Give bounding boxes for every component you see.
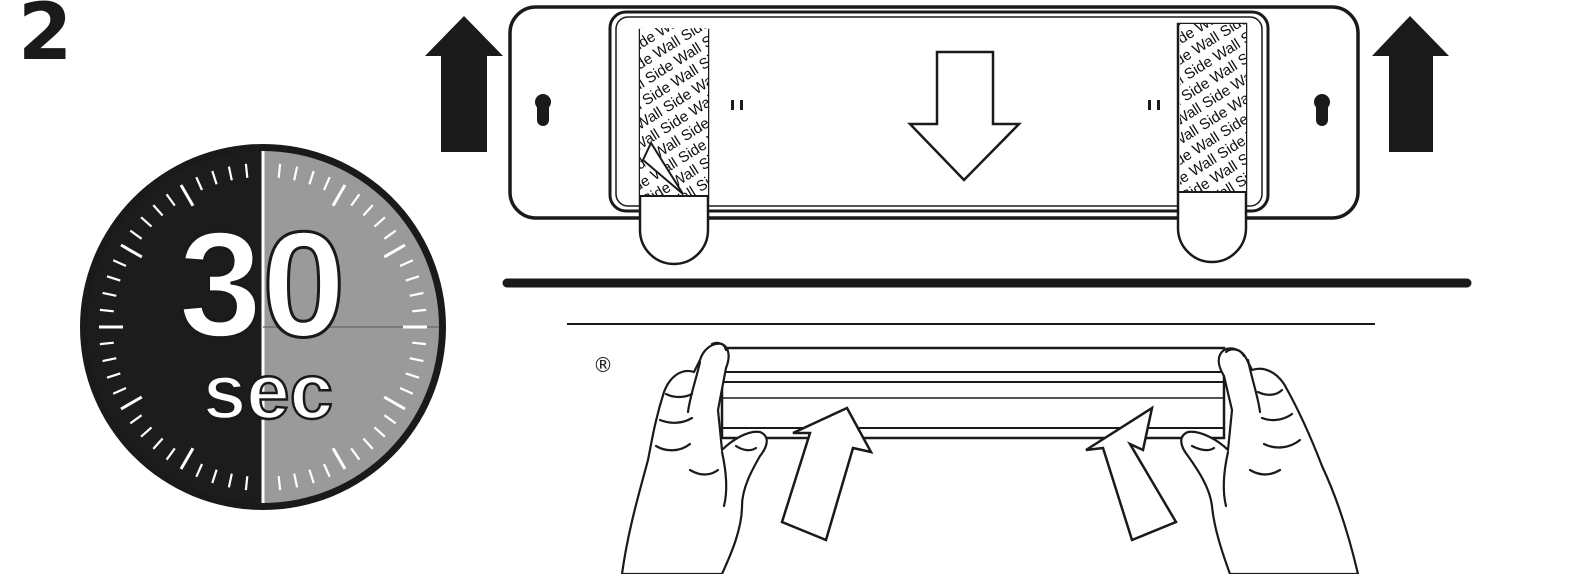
timer-tick [277, 476, 282, 491]
timer-tick [293, 473, 299, 488]
timer-tick [120, 395, 143, 411]
keyhole-icon-left [535, 94, 551, 126]
timer-tick [308, 170, 315, 185]
timer-value: 30 [179, 200, 346, 368]
timer-tick [129, 229, 143, 240]
timer-tick [244, 476, 249, 491]
hand-icon-left [620, 341, 768, 574]
timer-tick [99, 341, 114, 346]
timer-tick [412, 341, 427, 346]
timer-tick [322, 463, 331, 478]
timer-tick [322, 176, 331, 191]
timer-tick [383, 395, 406, 411]
timer-tick [405, 275, 420, 282]
press-arrow-icon-right [1085, 405, 1178, 542]
timer-tick [195, 176, 204, 191]
timer-tick [140, 216, 153, 228]
stopwatch-icon: 30 sec [80, 144, 446, 510]
timer-tick [409, 357, 424, 363]
timer-tick [140, 426, 153, 438]
timer-tick [331, 447, 347, 470]
timer-tick [383, 414, 397, 425]
timer-tick [152, 437, 164, 450]
timer-tick [211, 469, 218, 484]
timer-tick [350, 447, 361, 461]
timer-tick [373, 216, 386, 228]
timer-tick [112, 259, 127, 268]
timer-tick [331, 184, 347, 207]
timer-tick [99, 308, 114, 313]
timer-tick [106, 372, 121, 379]
timer-tick [399, 259, 414, 268]
timer-tick [399, 386, 414, 395]
timer-tick [165, 193, 176, 207]
timer-tick [227, 473, 233, 488]
press-arrow-icon-left [780, 406, 874, 542]
timer-tick [409, 291, 424, 297]
down-arrow-icon [907, 50, 1022, 182]
timer-tick [383, 243, 406, 259]
timer-tick [195, 463, 204, 478]
hand-icon-right [1180, 347, 1360, 574]
keyhole-icon-right [1314, 94, 1330, 126]
timer-tick [129, 414, 143, 425]
timer-ticks [99, 163, 427, 491]
timer-tick [120, 243, 143, 259]
timer-tick [152, 204, 164, 217]
timer-tick [165, 447, 176, 461]
timer-tick [350, 193, 361, 207]
timer-tick [227, 166, 233, 181]
up-arrow-icon-right [1372, 16, 1449, 152]
timer-tick [308, 469, 315, 484]
timer-tick [244, 163, 249, 178]
timer-tick [102, 291, 117, 297]
registered-mark: ® [593, 353, 613, 377]
timer-tick [112, 386, 127, 395]
timer-tick [293, 166, 299, 181]
timer-tick [405, 372, 420, 379]
timer-tick [102, 357, 117, 363]
timer-tick [179, 184, 195, 207]
timer-unit: sec [203, 347, 333, 435]
step-number: 2 [18, 0, 73, 78]
timer-tick [277, 163, 282, 178]
timer-tick [179, 447, 195, 470]
timer-tick [373, 426, 386, 438]
timer-tick [362, 204, 374, 217]
up-arrow-icon-left [425, 16, 503, 152]
timer-tick [362, 437, 374, 450]
timer-tick [383, 229, 397, 240]
timer-tick [412, 308, 427, 313]
timer-tick [106, 275, 121, 282]
pressing-view: ® [567, 323, 1375, 574]
timer-tick [211, 170, 218, 185]
